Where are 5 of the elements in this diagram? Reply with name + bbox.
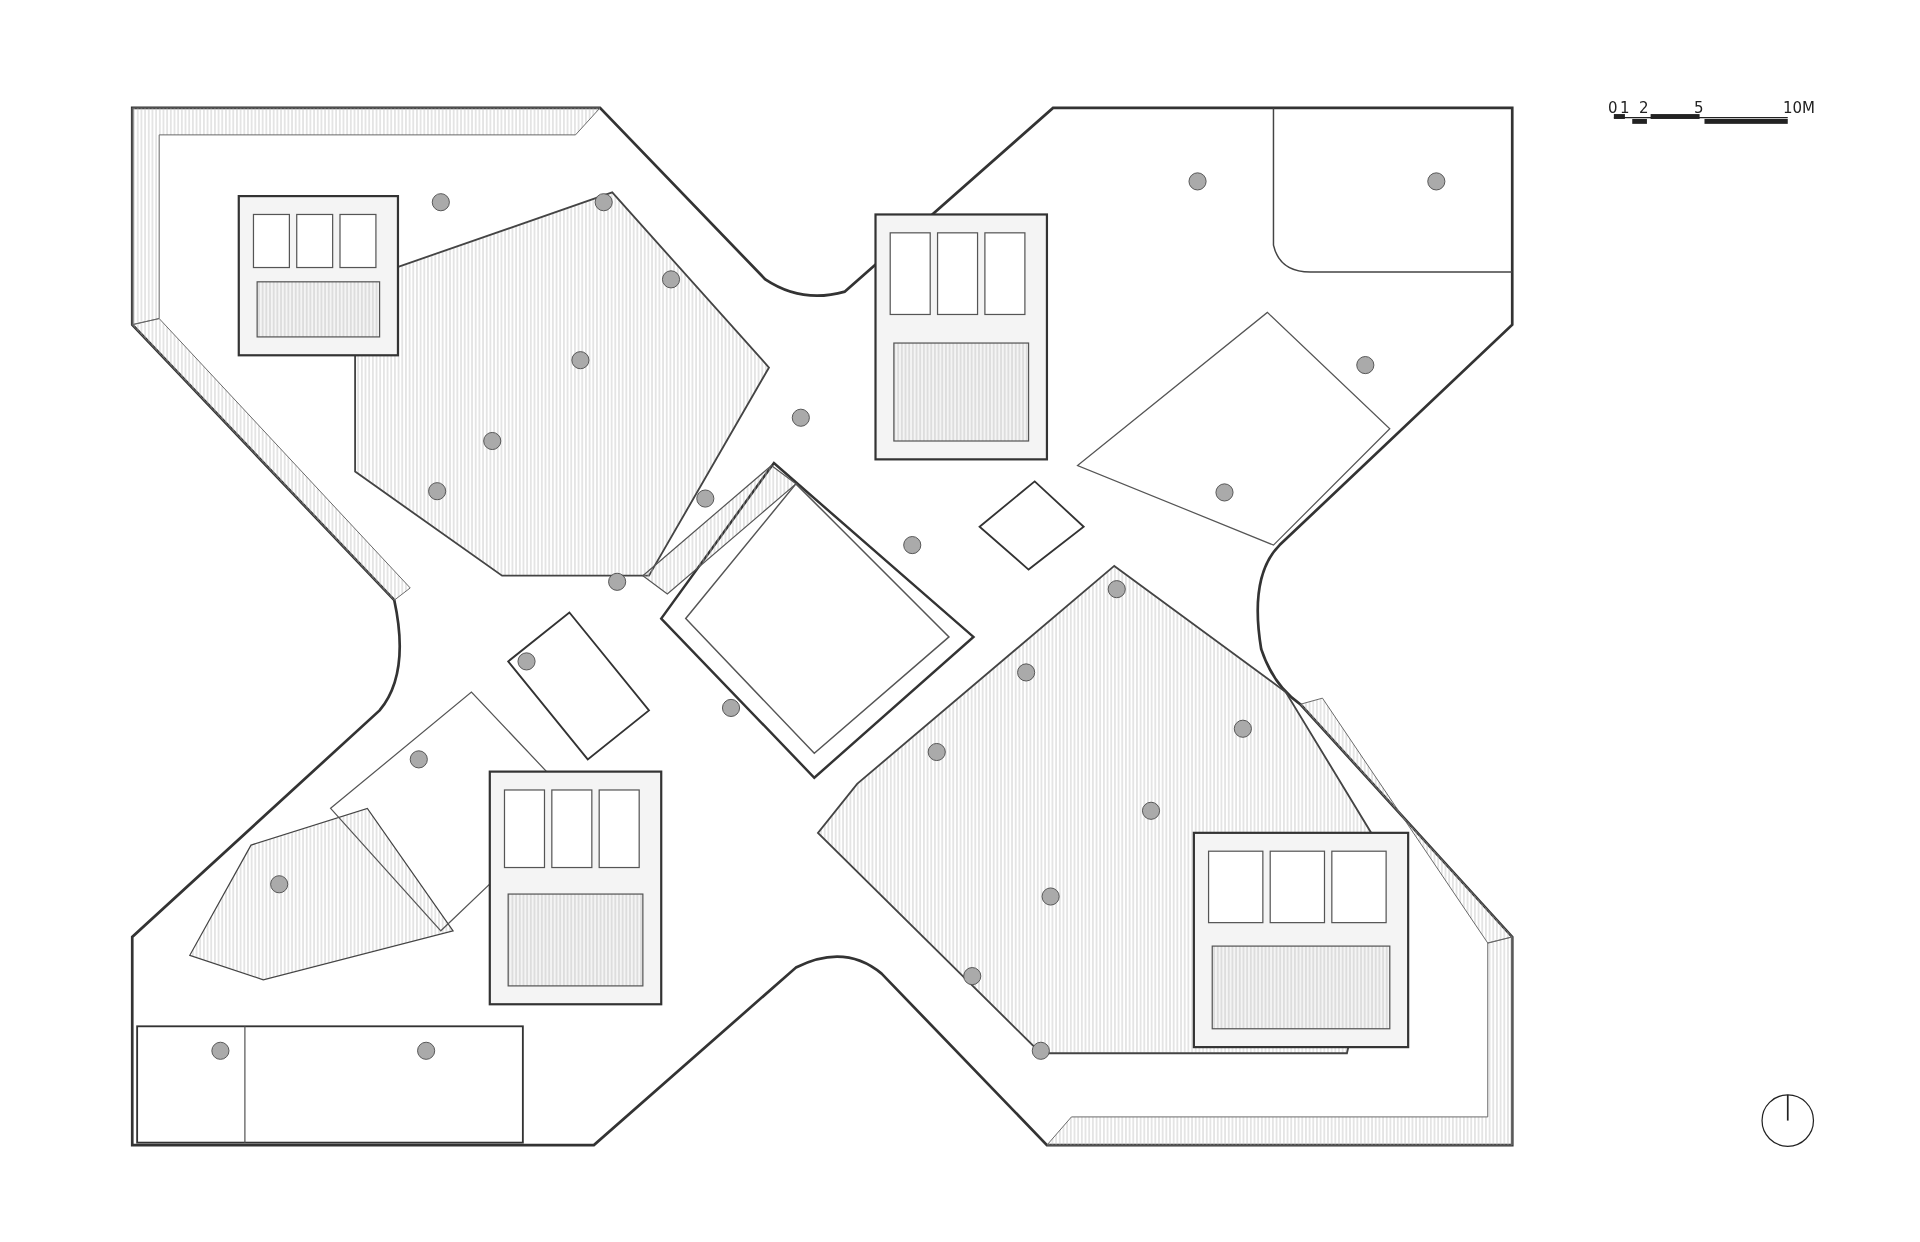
scale-label: 0 (1608, 100, 1618, 117)
scale-label: 2 (1639, 100, 1649, 117)
scale-label: 1 (1620, 100, 1630, 117)
scale-label: 10M (1783, 100, 1816, 117)
scale-label: 5 (1694, 100, 1704, 117)
